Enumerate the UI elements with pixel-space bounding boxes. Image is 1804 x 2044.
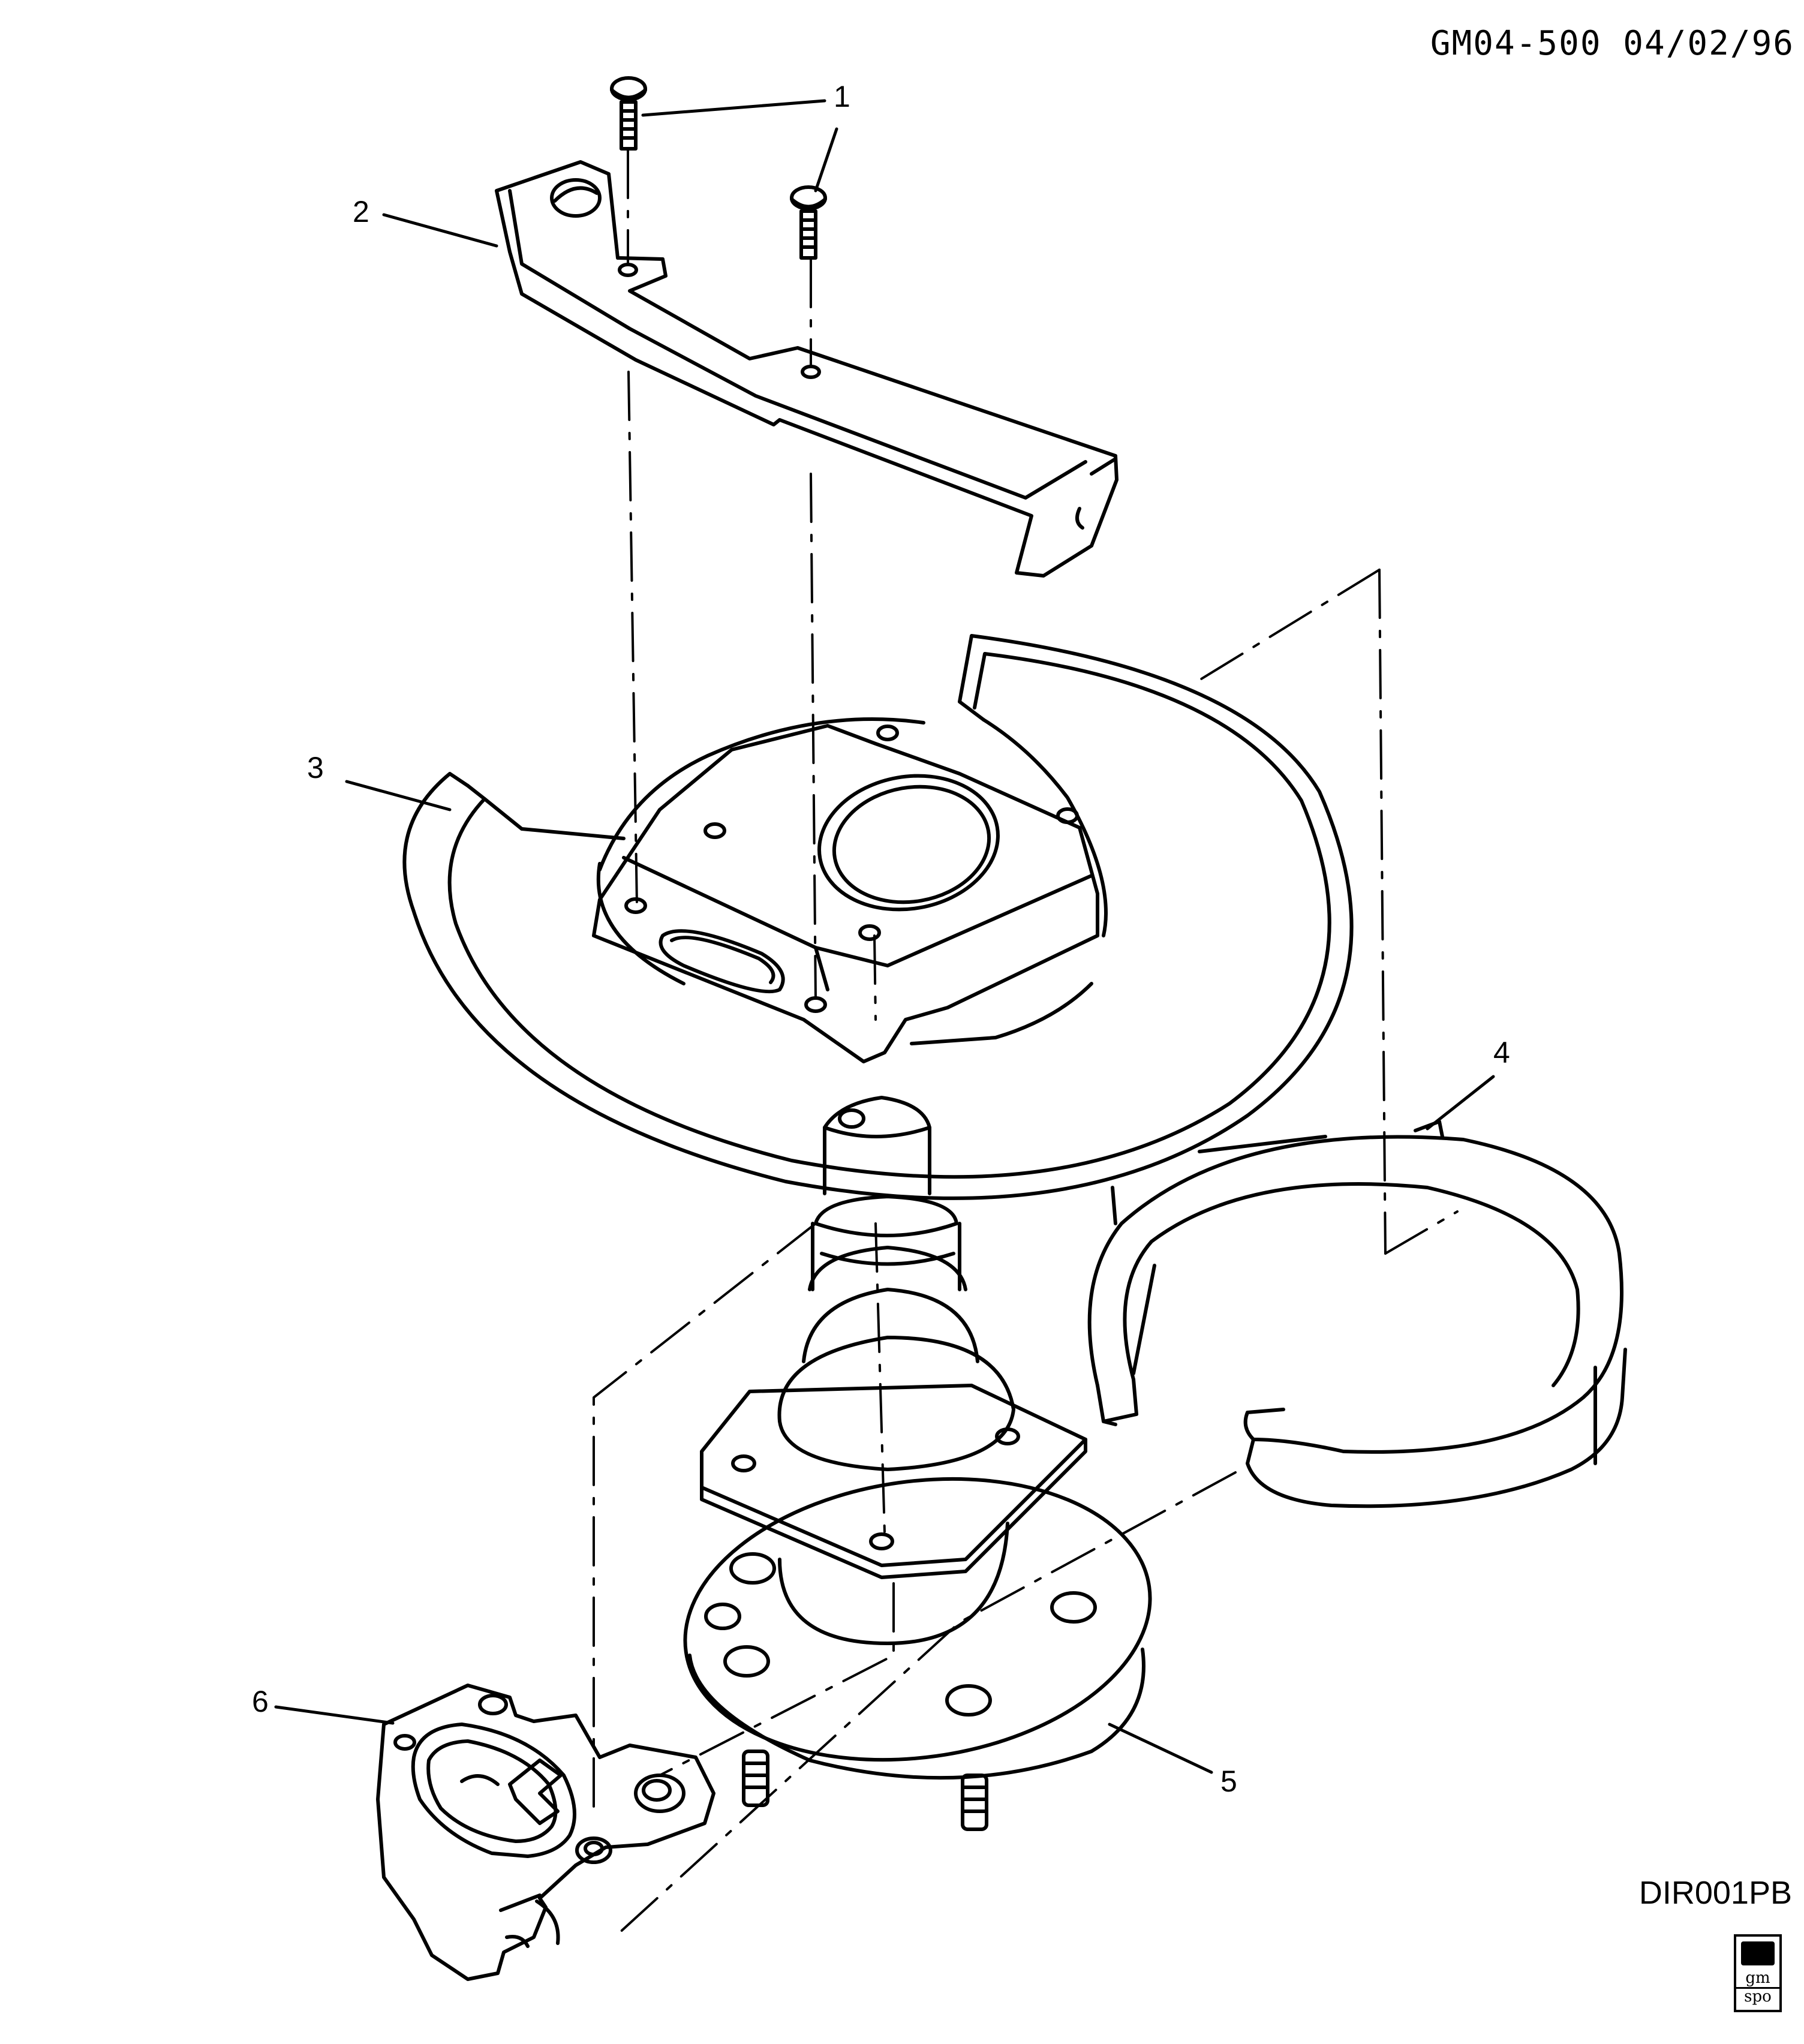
caliper-lever bbox=[376, 1684, 715, 1981]
callout-4: 4 bbox=[1493, 1036, 1510, 1069]
gm-spo-logo: gm spo bbox=[1734, 1934, 1782, 2012]
screw-1b bbox=[790, 185, 827, 260]
callout-2: 2 bbox=[353, 195, 369, 229]
callout-6: 6 bbox=[252, 1685, 269, 1718]
screw-1a bbox=[610, 76, 647, 151]
logo-gm-text: gm bbox=[1745, 1969, 1770, 1987]
logo-spo-text: spo bbox=[1736, 1987, 1779, 2004]
bracket bbox=[495, 160, 1119, 578]
callout-3: 3 bbox=[307, 751, 324, 784]
figure-id: DIR001PB bbox=[1638, 1875, 1792, 1911]
parking-brake-shoe bbox=[1087, 1120, 1627, 1508]
leader-line-6 bbox=[274, 1705, 395, 1725]
callout-1: 1 bbox=[834, 80, 850, 113]
callout-5: 5 bbox=[1220, 1765, 1237, 1798]
leader-lines bbox=[345, 99, 1495, 1774]
alignment-lines bbox=[593, 149, 1459, 1935]
backing-plate bbox=[402, 634, 1354, 1200]
logo-block-icon bbox=[1741, 1941, 1775, 1965]
drawing-code: GM04-500 04/02/96 bbox=[1430, 24, 1794, 63]
hub-bearing-assembly bbox=[683, 1096, 1152, 1831]
